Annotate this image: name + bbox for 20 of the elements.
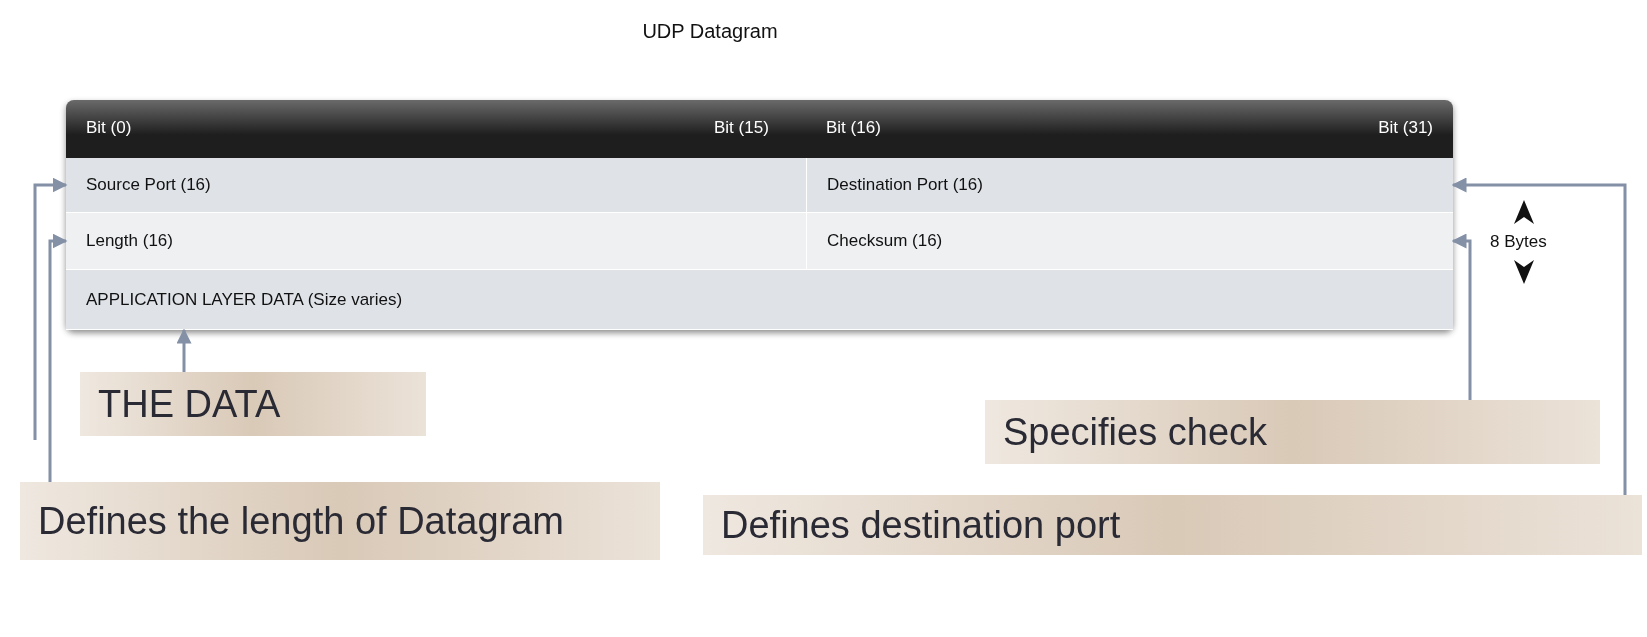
arrow — [33, 177, 68, 440]
table-cell: Length (16) — [66, 213, 807, 270]
title: UDP Datagram — [641, 20, 779, 43]
arrow — [48, 233, 68, 482]
table-cell: Destination Port (16) — [807, 158, 1453, 213]
bit-label: Bit (31) — [1378, 118, 1433, 138]
callout-box: Defines destination port — [703, 495, 1642, 555]
table-cell: APPLICATION LAYER DATA (Size varies) — [66, 270, 1453, 330]
bit-label: Bit (0) — [86, 118, 132, 138]
arrow — [1451, 233, 1472, 400]
callout-box: THE DATA — [80, 372, 426, 436]
arrow — [1451, 177, 1627, 495]
bit-label: Bit (15) — [714, 118, 769, 138]
arrow — [176, 328, 192, 372]
callout-box: Specifies check — [985, 400, 1600, 464]
table-cell: Checksum (16) — [807, 213, 1453, 270]
callout-box: Defines the length of Datagram — [20, 482, 660, 560]
dimension-label: 8 Bytes — [1490, 232, 1547, 252]
bit-label: Bit (16) — [826, 118, 881, 138]
table-cell: Source Port (16) — [66, 158, 807, 213]
